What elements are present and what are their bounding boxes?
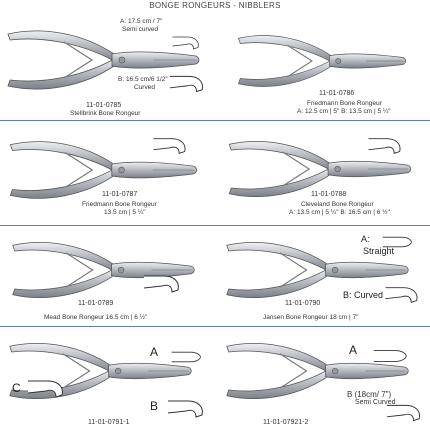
product-name: Mead Bone Rongeur 16.5 cm | 6 ½" bbox=[44, 314, 148, 321]
tip-icon bbox=[153, 138, 186, 154]
product-code: 11-01-0785 bbox=[86, 102, 122, 109]
variant-a-sub: Semi curved bbox=[122, 26, 159, 33]
product-code: 11-01-0789 bbox=[78, 300, 114, 307]
product-card-0785: A: 17.5 cm / 7" Semi curved B: 16.5 cm/6… bbox=[0, 12, 215, 120]
variant-b-label: B: Curved bbox=[343, 290, 384, 300]
tip-c-label: C bbox=[12, 381, 21, 395]
product-card-0786: 11-01-0786 Friedmann Bone Rongeur A: 12.… bbox=[215, 12, 430, 120]
tip-a-icon bbox=[171, 351, 201, 363]
product-code: 11-01-07921-2 bbox=[263, 419, 309, 426]
row-separator bbox=[0, 326, 430, 327]
product-card-0790: A: Straight B: Curved 11-01-0790 Jansen … bbox=[215, 226, 430, 326]
product-code: 11-01-0786 bbox=[319, 90, 355, 97]
variant-a-label: A: bbox=[361, 234, 370, 244]
product-size: A: 13.5 cm | 5 ¼" B: 16.5 cm | 6 ½" bbox=[289, 209, 390, 216]
product-code: 11-01-0791-1 bbox=[88, 419, 130, 426]
product-code: 11-01-0790 bbox=[285, 300, 321, 307]
product-card-0791-1: A C B 11-01-0791-1 bbox=[0, 327, 215, 430]
tip-b-icon bbox=[169, 75, 204, 93]
product-card-07921-2: A B (18cm/ 7") Semi Curved 11-01-07921-2 bbox=[215, 327, 430, 430]
tip-a-label: A bbox=[150, 345, 159, 359]
tip-a-icon bbox=[373, 349, 407, 363]
product-name: Friedmann Bone Rongeur bbox=[82, 201, 157, 208]
tip-b-icon bbox=[167, 400, 203, 418]
row-separator bbox=[0, 120, 430, 121]
product-size: A: 12.5 cm | 5" B: 13.5 cm | 5 ¼" bbox=[297, 108, 391, 115]
tip-b-icon bbox=[385, 287, 418, 303]
tip-b-label: B bbox=[150, 399, 159, 413]
product-code: 11-01-0787 bbox=[102, 191, 138, 198]
product-card-0787: 11-01-0787 Friedmann Bone Rongeur 13.5 c… bbox=[0, 121, 215, 225]
product-size: 13.5 cm | 5 ¼" bbox=[104, 209, 146, 216]
tip-icon bbox=[368, 138, 401, 154]
tip-b-icon bbox=[386, 404, 421, 422]
product-name: Stellbrink Bone Rongeur bbox=[70, 110, 141, 117]
product-code: 11-01-0788 bbox=[311, 191, 347, 198]
tip-b-label: B (18cm/ 7") bbox=[347, 390, 392, 399]
product-card-0788: 11-01-0788 Cleveland Bone Rongeur A: 13.… bbox=[215, 121, 430, 225]
tip-a-label: A bbox=[349, 343, 358, 357]
tip-icon bbox=[143, 275, 179, 293]
product-card-0789: 11-01-0789 Mead Bone Rongeur 16.5 cm | 6… bbox=[0, 226, 215, 326]
tip-a-icon bbox=[172, 36, 199, 50]
product-name: Cleveland Bone Rongeur bbox=[301, 201, 374, 208]
variant-a-label: A: 17.5 cm / 7" bbox=[120, 18, 163, 25]
page-title: BONGE RONGEURS - NIBBLERS bbox=[149, 1, 281, 10]
variant-a-sub: Straight bbox=[363, 246, 395, 256]
variant-b-sub: Curved bbox=[134, 84, 155, 91]
variant-b-label: B: 16.5 cm/6 1/2" bbox=[118, 76, 168, 83]
tip-b-sub: Semi Curved bbox=[355, 399, 396, 406]
product-name: Friedmann Bone Rongeur bbox=[307, 100, 382, 107]
product-name: Jansen Bone Rongeur 18 cm | 7" bbox=[263, 314, 359, 321]
tip-c-icon bbox=[27, 380, 63, 398]
row-separator bbox=[0, 225, 430, 226]
